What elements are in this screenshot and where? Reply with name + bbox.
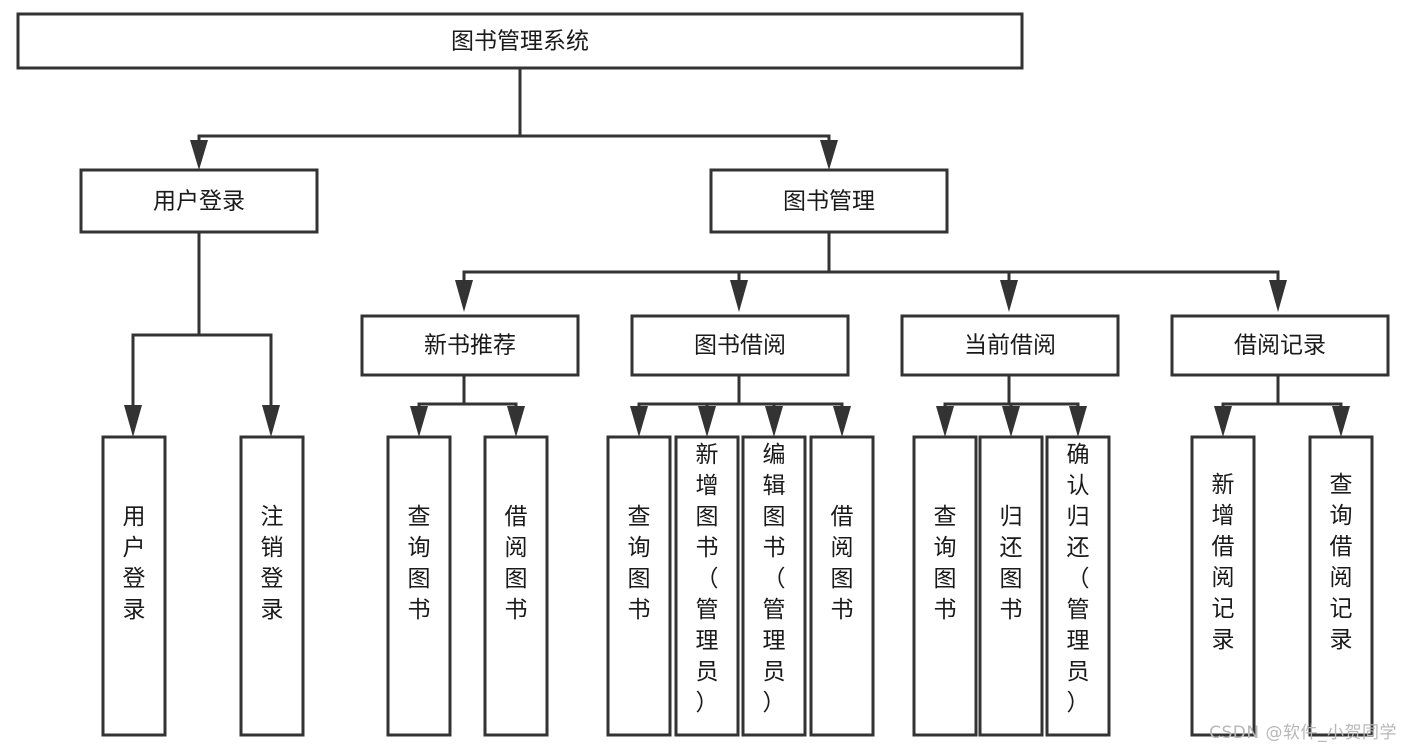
connector-group-book-borrow	[630, 373, 851, 437]
node-book-management-label: 图书管理	[783, 189, 875, 215]
node-leaf-edit-book-label: 编辑图书（管理员）	[763, 442, 786, 716]
node-current-borrow-label: 当前借阅	[964, 333, 1056, 359]
node-leaf-query-book-3-box[interactable]	[912, 435, 978, 737]
connector-group-root	[190, 66, 838, 170]
node-leaf-query-book-1[interactable]: 查询图书	[386, 435, 452, 737]
node-borrow-record-label: 借阅记录	[1234, 333, 1326, 359]
node-leaf-query-book-2[interactable]: 查询图书	[606, 435, 672, 737]
connector-group-current-borrow	[936, 373, 1087, 437]
node-leaf-confirm-return-label: 确认归还（管理员）	[1067, 442, 1090, 716]
node-book-management[interactable]: 图书管理	[709, 168, 949, 234]
arrow-to-leaf-user-login	[124, 405, 142, 437]
node-leaf-borrow-book-1-label: 借阅图书	[505, 504, 528, 623]
arrow-to-leaf-edit-book	[765, 406, 783, 437]
node-leaf-borrow-book-2[interactable]: 借阅图书	[809, 435, 875, 737]
connector-group-user-login	[124, 230, 280, 437]
arrow-to-leaf-logout-login	[262, 405, 280, 437]
arrow-to-leaf-query-book-1	[410, 406, 428, 437]
node-leaf-edit-book[interactable]: 编辑图书（管理员）	[741, 435, 807, 737]
arrow-to-leaf-add-book	[698, 406, 716, 437]
node-book-borrow-label: 图书借阅	[694, 333, 786, 359]
node-user-login[interactable]: 用户登录	[79, 168, 319, 234]
connector-group-book-management	[455, 230, 1287, 312]
arrow-to-new-book-recommend	[455, 280, 473, 312]
node-leaf-query-book-2-label: 查询图书	[628, 504, 651, 623]
arrow-to-leaf-borrow-book-1	[507, 406, 525, 437]
node-borrow-record[interactable]: 借阅记录	[1170, 314, 1390, 377]
arrow-to-book-borrow	[730, 280, 748, 312]
node-leaf-add-book[interactable]: 新增图书（管理员）	[674, 435, 740, 737]
node-leaf-return-book[interactable]: 归还图书	[978, 435, 1044, 737]
arrow-to-user-login	[190, 140, 208, 170]
node-leaf-return-book-label: 归还图书	[1000, 504, 1023, 623]
arrow-to-leaf-borrow-book-2	[833, 406, 851, 437]
node-leaf-query-book-3[interactable]: 查询图书	[912, 435, 978, 737]
node-leaf-return-book-box[interactable]	[978, 435, 1044, 737]
node-leaf-add-book-label: 新增图书（管理员）	[696, 442, 719, 716]
node-new-book-recommend[interactable]: 新书推荐	[360, 314, 580, 377]
connector-group-borrow-record	[1214, 373, 1350, 437]
node-current-borrow-box[interactable]	[900, 314, 1120, 377]
node-book-borrow-box[interactable]	[630, 314, 850, 377]
node-leaf-logout-login-label: 注销登录	[261, 504, 284, 623]
node-leaf-query-book-3-label: 查询图书	[934, 504, 957, 623]
arrow-to-leaf-query-book-2	[630, 406, 648, 437]
node-leaf-borrow-book-2-box[interactable]	[809, 435, 875, 737]
node-leaf-borrow-book-1-box[interactable]	[483, 435, 549, 737]
node-leaf-logout-login-box[interactable]	[239, 435, 305, 737]
node-leaf-add-record[interactable]: 新增借阅记录	[1190, 435, 1256, 737]
node-root[interactable]: 图书管理系统	[16, 12, 1024, 70]
node-user-login-label: 用户登录	[153, 189, 245, 215]
arrow-to-leaf-query-record	[1332, 406, 1350, 437]
arrow-to-leaf-add-record	[1214, 406, 1232, 437]
arrow-to-current-borrow	[1000, 280, 1018, 312]
node-book-borrow[interactable]: 图书借阅	[630, 314, 850, 377]
node-user-login-box[interactable]	[79, 168, 319, 234]
node-leaf-user-login-label: 用户登录	[123, 504, 146, 623]
node-new-book-recommend-label: 新书推荐	[424, 333, 516, 359]
node-leaf-confirm-return-box[interactable]	[1045, 435, 1111, 737]
node-root-label: 图书管理系统	[451, 29, 589, 55]
node-leaf-user-login-box[interactable]	[101, 435, 167, 737]
connector-group-new-book-recommend	[410, 373, 525, 437]
node-leaf-query-book-1-label: 查询图书	[408, 504, 431, 623]
arrow-to-leaf-query-book-3	[936, 406, 954, 437]
arrow-to-borrow-record	[1269, 280, 1287, 312]
node-leaf-query-book-2-box[interactable]	[606, 435, 672, 737]
node-leaf-user-login[interactable]: 用户登录	[101, 435, 167, 737]
node-leaf-borrow-book-2-label: 借阅图书	[831, 504, 854, 623]
arrow-to-leaf-confirm-return	[1069, 406, 1087, 437]
node-leaf-logout-login[interactable]: 注销登录	[239, 435, 305, 737]
node-leaf-query-record-label: 查询借阅记录	[1330, 472, 1353, 653]
node-leaf-add-book-box[interactable]	[674, 435, 740, 737]
node-new-book-recommend-box[interactable]	[360, 314, 580, 377]
node-leaf-query-book-1-box[interactable]	[386, 435, 452, 737]
node-root-box[interactable]	[16, 12, 1024, 70]
node-leaf-edit-book-box[interactable]	[741, 435, 807, 737]
node-leaf-query-record-box[interactable]	[1308, 435, 1374, 737]
node-leaf-query-record[interactable]: 查询借阅记录	[1308, 435, 1374, 737]
node-book-management-box[interactable]	[709, 168, 949, 234]
node-leaf-borrow-book-1[interactable]: 借阅图书	[483, 435, 549, 737]
node-leaf-add-record-box[interactable]	[1190, 435, 1256, 737]
node-leaf-add-record-label: 新增借阅记录	[1212, 472, 1235, 653]
arrow-to-book-management	[820, 140, 838, 170]
node-borrow-record-box[interactable]	[1170, 314, 1390, 377]
node-current-borrow[interactable]: 当前借阅	[900, 314, 1120, 377]
arrow-to-leaf-return-book	[1002, 406, 1020, 437]
node-leaf-confirm-return[interactable]: 确认归还（管理员）	[1045, 435, 1111, 737]
